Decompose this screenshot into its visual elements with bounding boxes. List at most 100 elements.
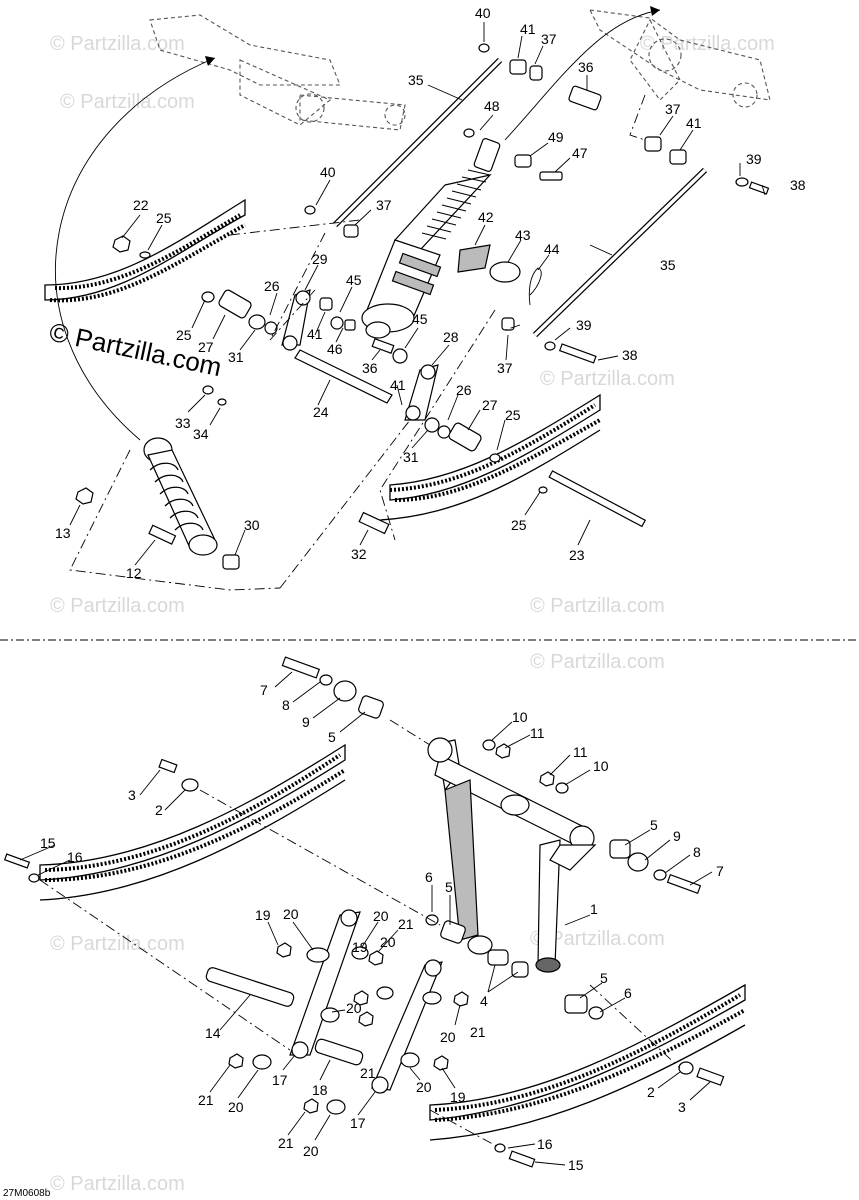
callout-label: 10 bbox=[512, 709, 528, 725]
center-shock bbox=[361, 138, 501, 339]
callout-label: 2 bbox=[647, 1084, 655, 1100]
callout-label: 17 bbox=[350, 1115, 366, 1131]
callout-label: 6 bbox=[425, 869, 433, 885]
callout-label: 49 bbox=[548, 129, 564, 145]
rear-shock bbox=[143, 437, 218, 556]
callout-label: 27 bbox=[482, 397, 498, 413]
callout-label: 38 bbox=[622, 347, 638, 363]
callout-label: 23 bbox=[569, 547, 585, 563]
callout-label: 45 bbox=[412, 311, 428, 327]
callout-label: 44 bbox=[544, 241, 560, 257]
frame-ghost-right bbox=[589, 9, 771, 108]
callout-label: 39 bbox=[576, 317, 592, 333]
callout-label: 10 bbox=[593, 758, 609, 774]
watermark: © Partzilla.com bbox=[640, 33, 775, 55]
callout-label: 37 bbox=[665, 101, 681, 117]
callout-label: 31 bbox=[403, 449, 419, 465]
callout-label: 15 bbox=[568, 1157, 584, 1173]
callout-label: 7 bbox=[260, 682, 268, 698]
callout-label: 45 bbox=[346, 272, 362, 288]
arrow-left bbox=[55, 57, 216, 441]
watermark: © Partzilla.com bbox=[60, 91, 195, 113]
callout-label: 28 bbox=[443, 329, 459, 345]
callout-label: 25 bbox=[511, 517, 527, 533]
callout-label: 48 bbox=[484, 98, 500, 114]
callout-label: 41 bbox=[686, 115, 702, 131]
rail-left-bottom bbox=[39, 743, 347, 901]
callout-label: 15 bbox=[40, 835, 56, 851]
callout-label: 24 bbox=[313, 404, 329, 420]
callout-label: 22 bbox=[133, 197, 149, 213]
callout-label: 3 bbox=[128, 787, 136, 803]
callout-label: 35 bbox=[660, 257, 676, 273]
watermark: © Partzilla.com bbox=[50, 595, 185, 617]
callout-numbers: 40 41 37 35 36 48 49 47 37 41 39 38 40 3… bbox=[3, 5, 806, 1199]
callout-label: 20 bbox=[303, 1143, 319, 1159]
callout-label: 35 bbox=[408, 72, 424, 88]
watermark: © Partzilla.com bbox=[50, 933, 185, 955]
small-hardware-bottom bbox=[3, 656, 725, 1168]
callout-label: 9 bbox=[673, 828, 681, 844]
callout-label: 3 bbox=[678, 1099, 686, 1115]
callout-label: 31 bbox=[228, 349, 244, 365]
callout-label: 20 bbox=[440, 1029, 456, 1045]
callout-label: 8 bbox=[282, 697, 290, 713]
callout-label: 32 bbox=[351, 546, 367, 562]
rail-right-top bbox=[379, 393, 601, 521]
callout-label: 30 bbox=[244, 517, 260, 533]
callout-label: 6 bbox=[624, 985, 632, 1001]
callout-label: 16 bbox=[67, 849, 83, 865]
callout-label: 46 bbox=[327, 341, 343, 357]
callout-label: 18 bbox=[312, 1082, 328, 1098]
callout-label: 37 bbox=[376, 197, 392, 213]
callout-label: 47 bbox=[572, 145, 588, 161]
callout-label: 9 bbox=[302, 714, 310, 730]
callout-label: 33 bbox=[175, 415, 191, 431]
callout-label: 11 bbox=[573, 744, 588, 760]
callout-label: 20 bbox=[283, 906, 299, 922]
callout-label: 20 bbox=[373, 908, 389, 924]
callout-label: 17 bbox=[272, 1072, 288, 1088]
shaft-24 bbox=[294, 349, 393, 404]
callout-label: 21 bbox=[198, 1092, 214, 1108]
callout-label: 41 bbox=[520, 21, 536, 37]
callout-label: 26 bbox=[264, 278, 280, 294]
watermark: © Partzilla.com bbox=[50, 33, 185, 55]
watermark: © Partzilla.com bbox=[530, 595, 665, 617]
callout-label: 27 bbox=[198, 339, 214, 355]
callout-label: 20 bbox=[228, 1099, 244, 1115]
callout-label: 25 bbox=[156, 210, 172, 226]
watermark: © Partzilla.com bbox=[530, 651, 665, 673]
callout-label: 40 bbox=[475, 5, 491, 21]
drawing-code: 27M0608b bbox=[3, 1188, 51, 1199]
callout-label: 1 bbox=[590, 901, 598, 917]
rail-right-bottom bbox=[429, 983, 746, 1141]
rail-left-top bbox=[44, 198, 246, 303]
callout-label: 5 bbox=[328, 729, 336, 745]
callout-label: 26 bbox=[456, 382, 472, 398]
callout-label: 11 bbox=[530, 725, 545, 741]
callout-label: 37 bbox=[497, 360, 513, 376]
callout-label: 38 bbox=[790, 177, 806, 193]
callout-label: 7 bbox=[716, 863, 724, 879]
callout-label: 41 bbox=[307, 326, 323, 342]
watermark: © Partzilla.com bbox=[50, 1173, 185, 1195]
clamp-43 bbox=[489, 261, 521, 283]
callout-label: 21 bbox=[470, 1024, 486, 1040]
callout-label: 4 bbox=[480, 993, 488, 1009]
frame-ghost-left bbox=[149, 14, 406, 131]
callout-label: 14 bbox=[205, 1025, 221, 1041]
callout-label: 5 bbox=[600, 970, 608, 986]
callout-label: 5 bbox=[650, 817, 658, 833]
watermark: © Partzilla.com bbox=[530, 928, 665, 950]
dashed-guides-top bbox=[69, 94, 646, 591]
link-plates bbox=[228, 909, 469, 1115]
callout-label: 42 bbox=[478, 209, 494, 225]
callout-label: 20 bbox=[416, 1079, 432, 1095]
callout-label: 12 bbox=[126, 565, 142, 581]
callout-label: 37 bbox=[541, 31, 557, 47]
pin-44 bbox=[528, 267, 542, 306]
front-arm-1 bbox=[427, 737, 597, 973]
callout-label: 19 bbox=[352, 939, 368, 955]
